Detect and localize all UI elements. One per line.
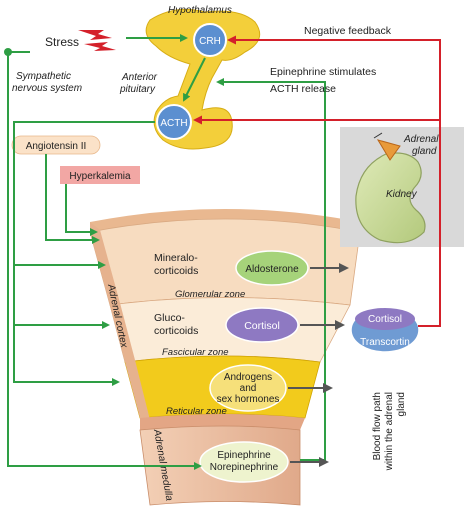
sympathetic-to-medulla-arrow bbox=[7, 52, 202, 470]
cortisol-label: Cortisol bbox=[244, 320, 280, 332]
glucocorticoids-line1: Gluco- bbox=[154, 312, 185, 324]
blood-flow-line3: gland bbox=[396, 392, 407, 416]
crh-bubble bbox=[193, 23, 227, 57]
androgens-line2: and bbox=[240, 383, 257, 394]
adrenal-gland-shape bbox=[376, 139, 401, 161]
adrenal-gland-label-line2: gland bbox=[412, 146, 437, 157]
mineralocorticoids-line1: Mineralo- bbox=[154, 252, 198, 264]
glomerular-zone-label: Glomerular zone bbox=[175, 289, 245, 300]
negative-feedback-label: Negative feedback bbox=[304, 25, 392, 37]
kidney-shape bbox=[355, 152, 426, 244]
hyperkalemia-to-glomerular-arrow bbox=[65, 184, 98, 236]
androgens-line3: sex hormones bbox=[217, 394, 280, 405]
epinephrine-to-acth-arrow bbox=[216, 78, 326, 461]
reticular-zone-label: Reticular zone bbox=[166, 406, 227, 417]
cortisol-ellipse bbox=[225, 307, 299, 343]
hyperkalemia-label: Hyperkalemia bbox=[69, 171, 131, 182]
bound-cortisol-label: Cortisol bbox=[368, 314, 402, 325]
epinephrine-label: Epinephrine bbox=[217, 450, 271, 461]
blood-flow-line2: within the adrenal bbox=[384, 392, 395, 471]
aldosterone-label: Aldosterone bbox=[245, 264, 299, 275]
hypothalamus-label: Hypothalamus bbox=[168, 5, 232, 16]
androgens-line1: Androgens bbox=[224, 372, 272, 383]
negative-feedback-arrows bbox=[193, 35, 441, 327]
mineralocorticoids-line2: corticoids bbox=[154, 265, 198, 277]
blood-flow-line1: Blood flow path bbox=[372, 392, 383, 460]
kidney-label: Kidney bbox=[386, 189, 418, 200]
acth-bubble bbox=[156, 104, 192, 140]
glucocorticoids-line2: corticoids bbox=[154, 325, 198, 337]
hyperkalemia-box bbox=[60, 166, 140, 184]
epinephrine-stimulates-line2: ACTH release bbox=[270, 83, 336, 95]
angiotensin-label: Angiotensin II bbox=[26, 141, 87, 152]
feedback-to-crh-arrow bbox=[227, 35, 441, 327]
anterior-pituitary-line1: Anterior bbox=[121, 72, 158, 83]
angiotensin-box bbox=[11, 135, 101, 155]
medulla-top bbox=[140, 414, 305, 430]
sympathetic-label-line2: nervous system bbox=[12, 83, 82, 94]
anterior-pituitary-line2: pituitary bbox=[119, 84, 156, 95]
epinephrine-stimulates-line1: Epinephrine stimulates bbox=[270, 66, 376, 78]
androgens-ellipse bbox=[209, 364, 287, 412]
crh-to-acth-arrow bbox=[183, 57, 206, 102]
transcortin-label: Transcortin bbox=[360, 337, 410, 348]
adrenal-pointer bbox=[373, 132, 383, 139]
stress-label: Stress bbox=[45, 35, 79, 49]
stress-lightning-icon bbox=[78, 30, 112, 40]
output-arrows bbox=[288, 263, 349, 467]
fascicular-zone-label: Fascicular zone bbox=[162, 347, 229, 358]
sympathetic-origin-dot bbox=[4, 48, 12, 56]
kidney-inset bbox=[340, 127, 464, 247]
norepinephrine-label: Norepinephrine bbox=[210, 462, 279, 473]
aldosterone-ellipse bbox=[235, 250, 309, 286]
acth-label: ACTH bbox=[160, 118, 187, 129]
angiotensin-to-glomerular-arrow bbox=[45, 154, 100, 244]
acth-to-reticular-arrow bbox=[13, 121, 155, 386]
green-arrows bbox=[7, 34, 326, 470]
bound-cortisol-ellipse bbox=[355, 308, 415, 330]
capsule-top bbox=[90, 209, 360, 232]
stress-lightning-icon-2 bbox=[84, 42, 116, 51]
crh-label: CRH bbox=[199, 36, 221, 47]
cortex-side-face bbox=[90, 222, 150, 420]
sympathetic-label-line1: Sympathetic bbox=[16, 71, 71, 82]
adrenal-gland-label-line1: Adrenal bbox=[403, 134, 439, 145]
